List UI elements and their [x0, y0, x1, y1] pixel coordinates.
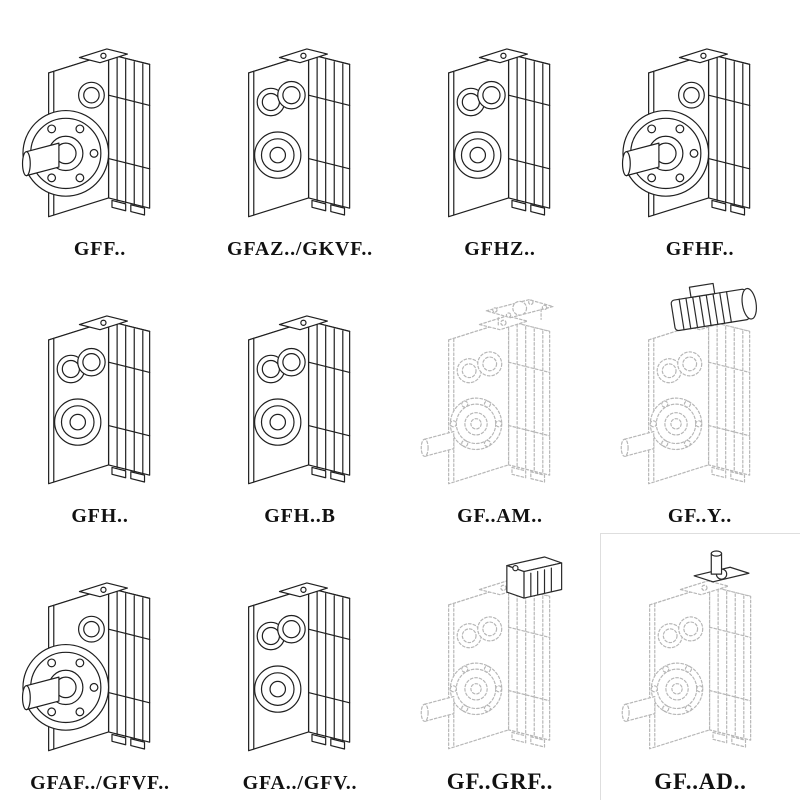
gearbox-drawing: [202, 4, 398, 236]
input-adapter-illustration: [693, 550, 750, 583]
product-cell-gf-ad: GF..AD..: [600, 533, 800, 800]
motor-illustration: [668, 279, 759, 332]
gearbox-drawing: [2, 4, 198, 236]
motor-flange-gearbox-illustration: [407, 298, 554, 494]
product-cell-gfh-b: GFH..B: [200, 266, 400, 533]
input-block-illustration: [506, 556, 563, 599]
gearbox-drawing: [202, 270, 398, 503]
product-cell-gfhf: GFHF..: [600, 0, 800, 266]
flange-gearbox-illustration: [7, 547, 193, 761]
product-label: GFAF../GFVF..: [30, 772, 170, 794]
product-cell-gfaf-gfvf: GFAF../GFVF..: [0, 533, 200, 800]
gearbox-drawing: [603, 538, 798, 767]
product-cell-gfaz-gkvf: GFAZ../GKVF..: [200, 0, 400, 266]
shaft-gearbox-illustration: [407, 13, 593, 227]
product-label: GFHF..: [665, 238, 735, 260]
product-label: GFAZ../GKVF..: [227, 238, 373, 260]
flange-gearbox-illustration: [607, 13, 793, 227]
product-label: GFH..B: [264, 505, 336, 527]
shaft-gearbox-illustration: [207, 280, 393, 494]
product-cell-gfhz: GFHZ..: [400, 0, 600, 266]
product-cell-gf-am: GF..AM..: [400, 266, 600, 533]
gearbox-drawing: [2, 270, 198, 503]
gearbox-drawing: [402, 537, 598, 767]
gearbox-drawing: [402, 4, 598, 236]
product-cell-gf-y: GF..Y..: [600, 266, 800, 533]
product-label: GF..AM..: [457, 505, 543, 527]
product-cell-gff: GFF..: [0, 0, 200, 266]
product-cell-gfa-gfv: GFA../GFV..: [200, 533, 400, 800]
flange-gearbox-illustration: [7, 13, 193, 227]
product-label: GFH..: [71, 505, 129, 527]
product-label: GFHZ..: [464, 238, 536, 260]
product-label: GFF..: [73, 238, 127, 260]
gearbox-drawing: [2, 537, 198, 770]
gearbox-drawing: [602, 4, 798, 236]
motorized-gearbox-illustration: [607, 279, 759, 494]
input-block-gearbox-illustration: [407, 556, 563, 759]
product-label: GF..GRF..: [446, 768, 554, 794]
gearbox-drawing: [602, 270, 798, 503]
input-adapter-gearbox-illustration: [608, 550, 794, 759]
product-label: GF..Y..: [667, 505, 733, 527]
shaft-gearbox-illustration: [7, 280, 193, 494]
product-label: GFA../GFV..: [242, 772, 358, 794]
product-cell-gfh: GFH..: [0, 266, 200, 533]
product-label: GF..AD..: [654, 768, 747, 794]
shaft-gearbox-illustration: [207, 13, 393, 227]
gearbox-drawing: [402, 270, 598, 503]
gearbox-drawing: [202, 537, 398, 770]
product-cell-gf-grf: GF..GRF..: [400, 533, 600, 800]
shaft-gearbox-illustration: [207, 547, 393, 761]
